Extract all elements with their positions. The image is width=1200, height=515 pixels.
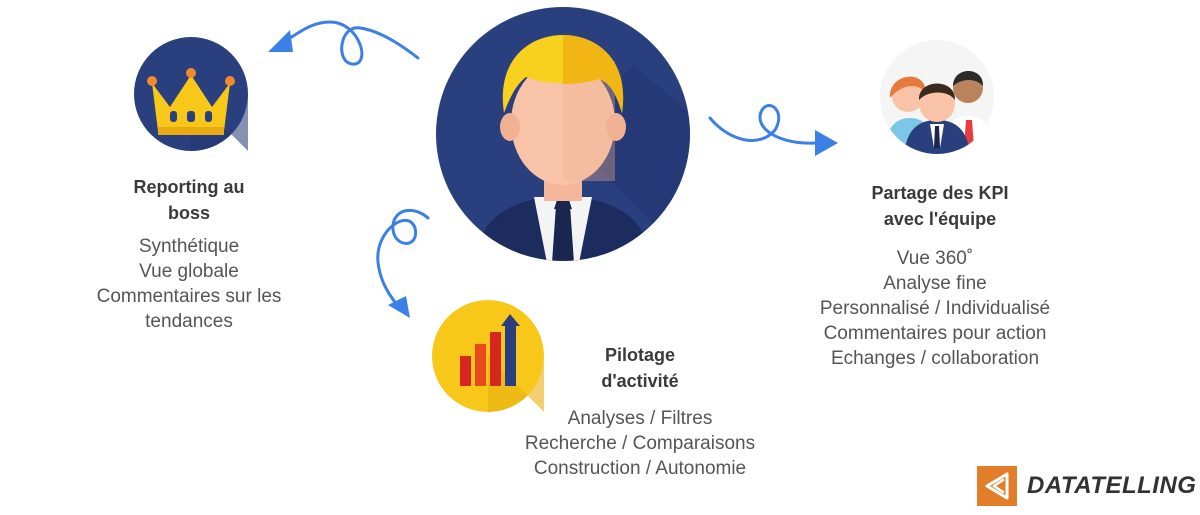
boss-item: Commentaires sur les <box>96 286 282 307</box>
activity-title: Pilotage d'activité <box>560 342 720 394</box>
team-item: Analyse fine <box>883 273 987 294</box>
activity-title-line: Pilotage <box>604 345 675 365</box>
team-title: Partage des KPI avec l'équipe <box>820 180 1060 232</box>
boss-icon-circle <box>132 35 250 153</box>
activity-icon-circle <box>430 298 546 414</box>
activity-item: Recherche / Comparaisons <box>524 433 756 454</box>
team-icon <box>880 40 994 154</box>
activity-item: Analyses / Filtres <box>567 408 713 429</box>
datatelling-logo-icon <box>977 466 1017 506</box>
team-item: Vue 360˚ <box>896 248 974 269</box>
team-title-line: Partage des KPI <box>871 183 1009 203</box>
boss-items: Synthétique Vue globale Commentaires sur… <box>54 234 324 334</box>
boss-title-line: boss <box>167 203 210 223</box>
center-avatar <box>434 5 692 263</box>
activity-item: Construction / Autonomie <box>533 458 747 479</box>
arrow-to-boss-head <box>268 30 293 52</box>
team-title-line: avec l'équipe <box>883 209 997 229</box>
boss-item: tendances <box>145 311 233 332</box>
arrow-to-team <box>708 104 817 145</box>
boss-title: Reporting au boss <box>94 174 284 226</box>
user-avatar-icon <box>436 7 690 261</box>
activity-title-line: d'activité <box>601 371 679 391</box>
datatelling-logo: DATATELLING <box>977 464 1196 508</box>
arrow-to-boss <box>285 20 420 66</box>
team-item: Commentaires pour action <box>823 323 1047 344</box>
boss-item: Vue globale <box>139 261 239 282</box>
team-icon-circle <box>878 38 996 156</box>
team-item: Echanges / collaboration <box>830 348 1040 369</box>
arrow-to-activity <box>376 208 430 308</box>
team-item: Personnalisé / Individualisé <box>819 298 1051 319</box>
team-items: Vue 360˚ Analyse fine Personnalisé / Ind… <box>780 246 1090 371</box>
bar-chart-icon <box>432 300 544 412</box>
arrow-to-team-head <box>815 130 838 156</box>
arrow-to-activity-head <box>388 296 410 318</box>
crown-icon <box>134 37 248 151</box>
boss-title-line: Reporting au <box>133 177 245 197</box>
activity-items: Analyses / Filtres Recherche / Comparais… <box>490 406 790 481</box>
boss-item: Synthétique <box>138 236 240 257</box>
logo-text: DATATELLING <box>1027 472 1197 499</box>
